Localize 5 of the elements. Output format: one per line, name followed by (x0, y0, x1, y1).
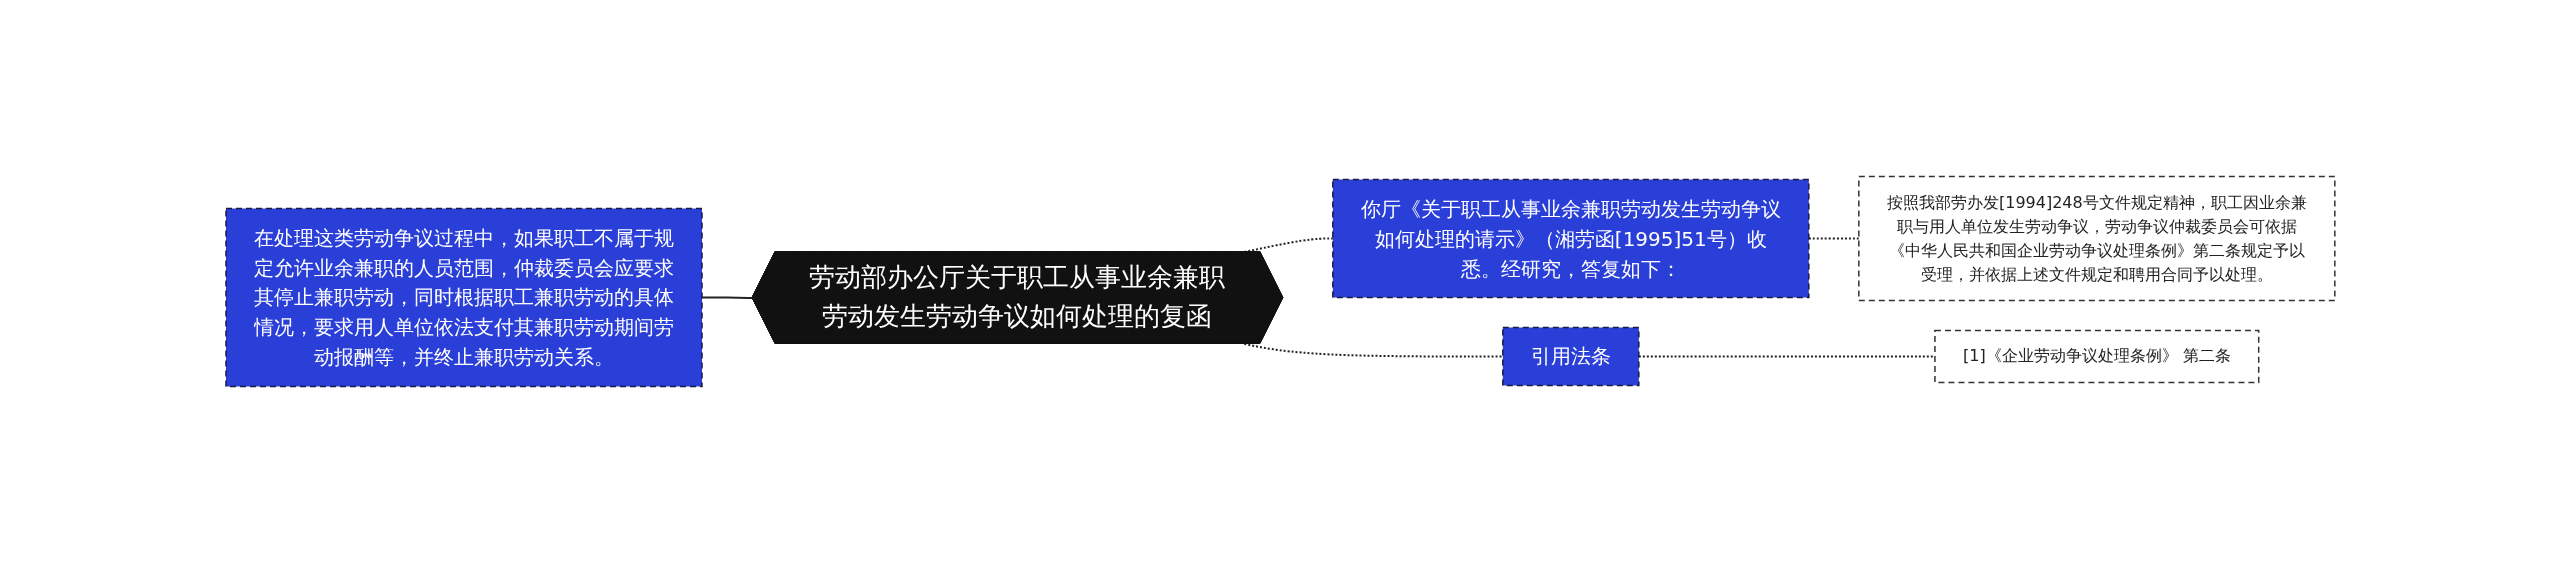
node-box: 引用法条 (1501, 326, 1640, 387)
node-box: 你厅《关于职工从事业余兼职劳动发生劳动争议如何处理的请示》（湘劳函[1995]51号）收悉。经研究，答复如下： (1331, 178, 1810, 299)
node-box: [1]《企业劳动争议处理条例》 第二条 (1933, 329, 2260, 384)
node-box: 按照我部劳办发[1994]248号文件规定精神，职工因业余兼职与用人单位发生劳动争议，劳动争议仲裁委员会可依据《中华人民共和国企业劳动争议处理条例》第二条规定予以受理，并依据上述文件规定和聘用合同予以处理。 (1857, 175, 2336, 302)
node-box: 在处理这类劳动争议过程中，如果职工不属于规定允许业余兼职的人员范围，仲裁委员会应要求其停止兼职劳动，同时根据职工兼职劳动的具体情况，要求用人单位依法支付其兼职劳动期间劳动报酬等，并终止兼职劳动关系。 (224, 207, 703, 388)
